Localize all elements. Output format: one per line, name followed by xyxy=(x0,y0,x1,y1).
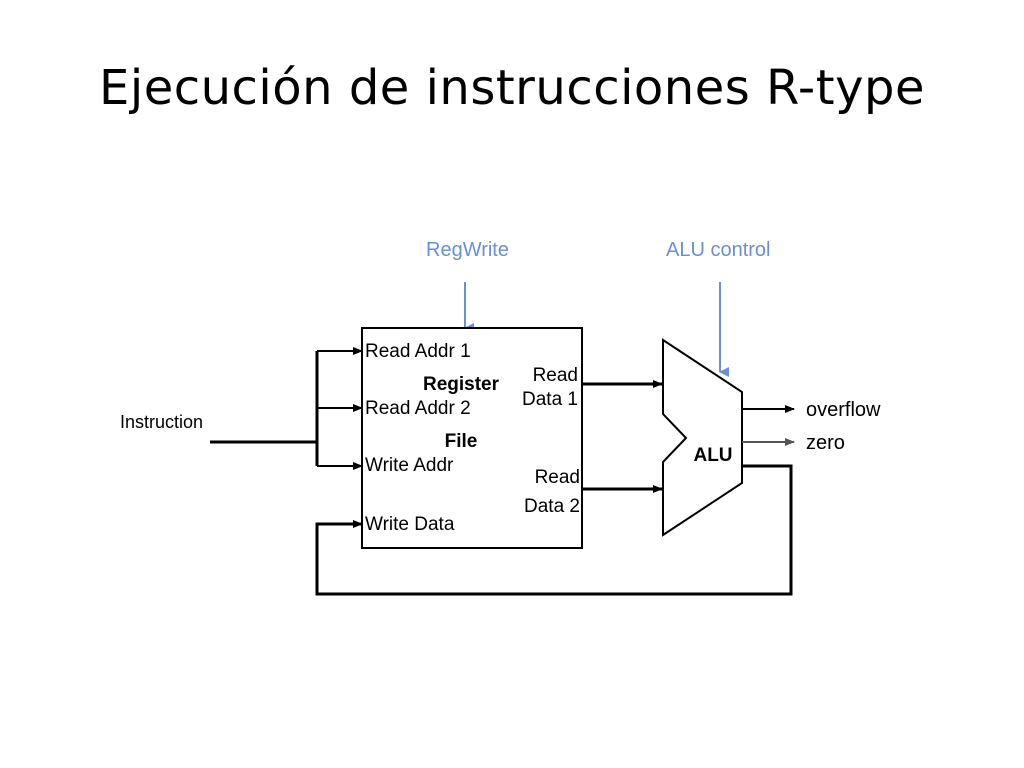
alu-label: ALU xyxy=(693,445,732,466)
register-file-title-line2: File xyxy=(445,431,478,452)
alu-control-label: ALU control xyxy=(666,239,771,261)
read-data-2-label-line1: Read xyxy=(535,467,580,488)
instruction-label: Instruction xyxy=(120,412,203,432)
register-file-box xyxy=(361,327,583,549)
read-data-2-label-line2: Data 2 xyxy=(524,496,580,517)
zero-label: zero xyxy=(806,432,845,454)
write-back-wire xyxy=(315,464,793,596)
overflow-label: overflow xyxy=(806,399,881,421)
regwrite-label: RegWrite xyxy=(426,239,509,261)
write-addr-label: Write Addr xyxy=(365,455,454,476)
read-addr-1-label: Read Addr 1 xyxy=(365,341,471,362)
register-file-title-line1: Register xyxy=(423,374,500,395)
slide-title: Ejecución de instrucciones R-type xyxy=(99,60,925,116)
alu-shape xyxy=(662,338,743,537)
read-addr-2-label: Read Addr 2 xyxy=(365,398,471,419)
read-data-1-label-line2: Data 1 xyxy=(522,389,578,410)
read-data-1-label-line1: Read xyxy=(533,365,578,386)
write-data-label: Write Data xyxy=(365,514,455,535)
